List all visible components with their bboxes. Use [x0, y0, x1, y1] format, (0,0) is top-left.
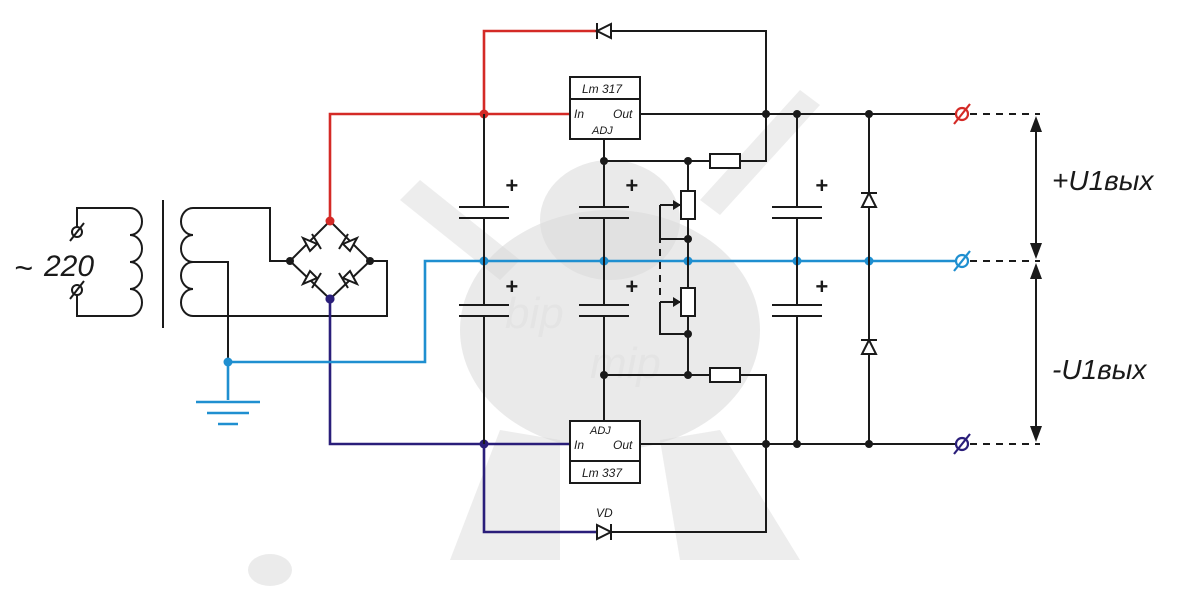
svg-text:+: + [505, 173, 518, 198]
lm317-in-pin: In [574, 107, 584, 121]
output-label-positive: +U1вых [1052, 165, 1154, 196]
resistor-r1-negative [709, 367, 767, 444]
protection-diode-negative: VD [590, 444, 767, 541]
potentiometer-negative [659, 261, 696, 379]
lm337-name: Lm 337 [582, 466, 623, 480]
output-terminal-ground [953, 250, 971, 272]
output-terminal-negative [953, 433, 971, 455]
input-capacitor-positive: + [459, 114, 518, 261]
output-capacitor-negative: + [772, 261, 828, 444]
output-diode-negative [860, 261, 878, 444]
output-label-negative: -U1вых [1052, 354, 1147, 385]
adj-capacitor-positive: + [579, 161, 638, 261]
lm337-out-pin: Out [613, 438, 633, 452]
lm317-adj-pin: ADJ [591, 125, 613, 137]
bridge-diode-4 [338, 269, 360, 289]
voltage-arrow-negative [1030, 263, 1042, 442]
mains-voltage-label: 220 [43, 250, 94, 283]
svg-text:+: + [505, 274, 518, 299]
ac-symbol: ~ [14, 250, 33, 286]
lm317-name: Lm 317 [582, 82, 623, 96]
protection-diode-positive [590, 22, 767, 114]
adj-capacitor-negative: + [579, 261, 638, 375]
lm337-in-pin: In [574, 438, 584, 452]
output-terminal-positive [953, 103, 971, 125]
voltage-arrow-positive [1030, 116, 1042, 259]
transformer [129, 200, 388, 362]
bridge-diode-3 [300, 269, 322, 289]
watermark-text-1: bip [505, 289, 564, 338]
secondary-winding [180, 207, 388, 362]
lm337-adj-pin: ADJ [589, 425, 611, 437]
svg-text:+: + [625, 274, 638, 299]
watermark-mascot: bip mip [248, 90, 820, 586]
lm317-out-pin: Out [613, 107, 633, 121]
input-capacitor-negative: + [459, 261, 518, 444]
bridge-diode-1 [300, 233, 322, 253]
bridge-rectifier [286, 216, 374, 304]
regulator-lm317: Lm 317 In Out ADJ [569, 76, 641, 140]
svg-text:+: + [815, 173, 828, 198]
regulator-lm337: ADJ In Out Lm 337 [569, 420, 641, 484]
diode-vd-label: VD [596, 506, 613, 520]
input-terminal-bottom [69, 280, 85, 300]
output-capacitor-positive: + [772, 114, 828, 261]
watermark-text-2: mip [590, 339, 661, 388]
primary-winding [129, 207, 143, 317]
mains-input: ~ 220 [14, 207, 130, 317]
output-diode-positive [860, 114, 878, 261]
bridge-diode-2 [338, 233, 360, 253]
svg-text:+: + [625, 173, 638, 198]
resistor-r1-positive [709, 114, 767, 169]
svg-text:+: + [815, 274, 828, 299]
